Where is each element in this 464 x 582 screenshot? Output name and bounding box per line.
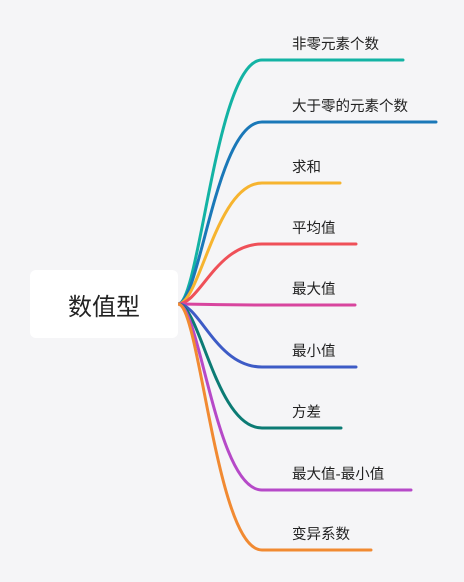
branch-connector — [176, 302, 413, 492]
branch-topic[interactable]: 最大值-最小值 — [292, 467, 385, 483]
branch-topic[interactable]: 最小值 — [292, 344, 336, 360]
branch-topic[interactable]: 大于零的元素个数 — [292, 99, 408, 115]
branch-topic[interactable]: 方差 — [292, 405, 321, 421]
branch-topic[interactable]: 变异系数 — [292, 527, 350, 543]
root-topic[interactable]: 数值型 — [30, 270, 178, 338]
branch-connector — [176, 58, 405, 306]
branch-connector — [176, 120, 438, 306]
root-topic-label: 数值型 — [68, 292, 140, 321]
branch-connector — [176, 302, 357, 307]
branch-topic[interactable]: 最大值 — [292, 282, 336, 298]
branch-connector — [176, 302, 358, 369]
branch-connector — [176, 302, 373, 552]
branch-topic[interactable]: 求和 — [292, 160, 321, 176]
branch-connector — [176, 242, 358, 306]
branch-connector — [176, 181, 342, 306]
branch-topic[interactable]: 平均值 — [292, 221, 336, 237]
branch-topic[interactable]: 非零元素个数 — [292, 37, 379, 53]
